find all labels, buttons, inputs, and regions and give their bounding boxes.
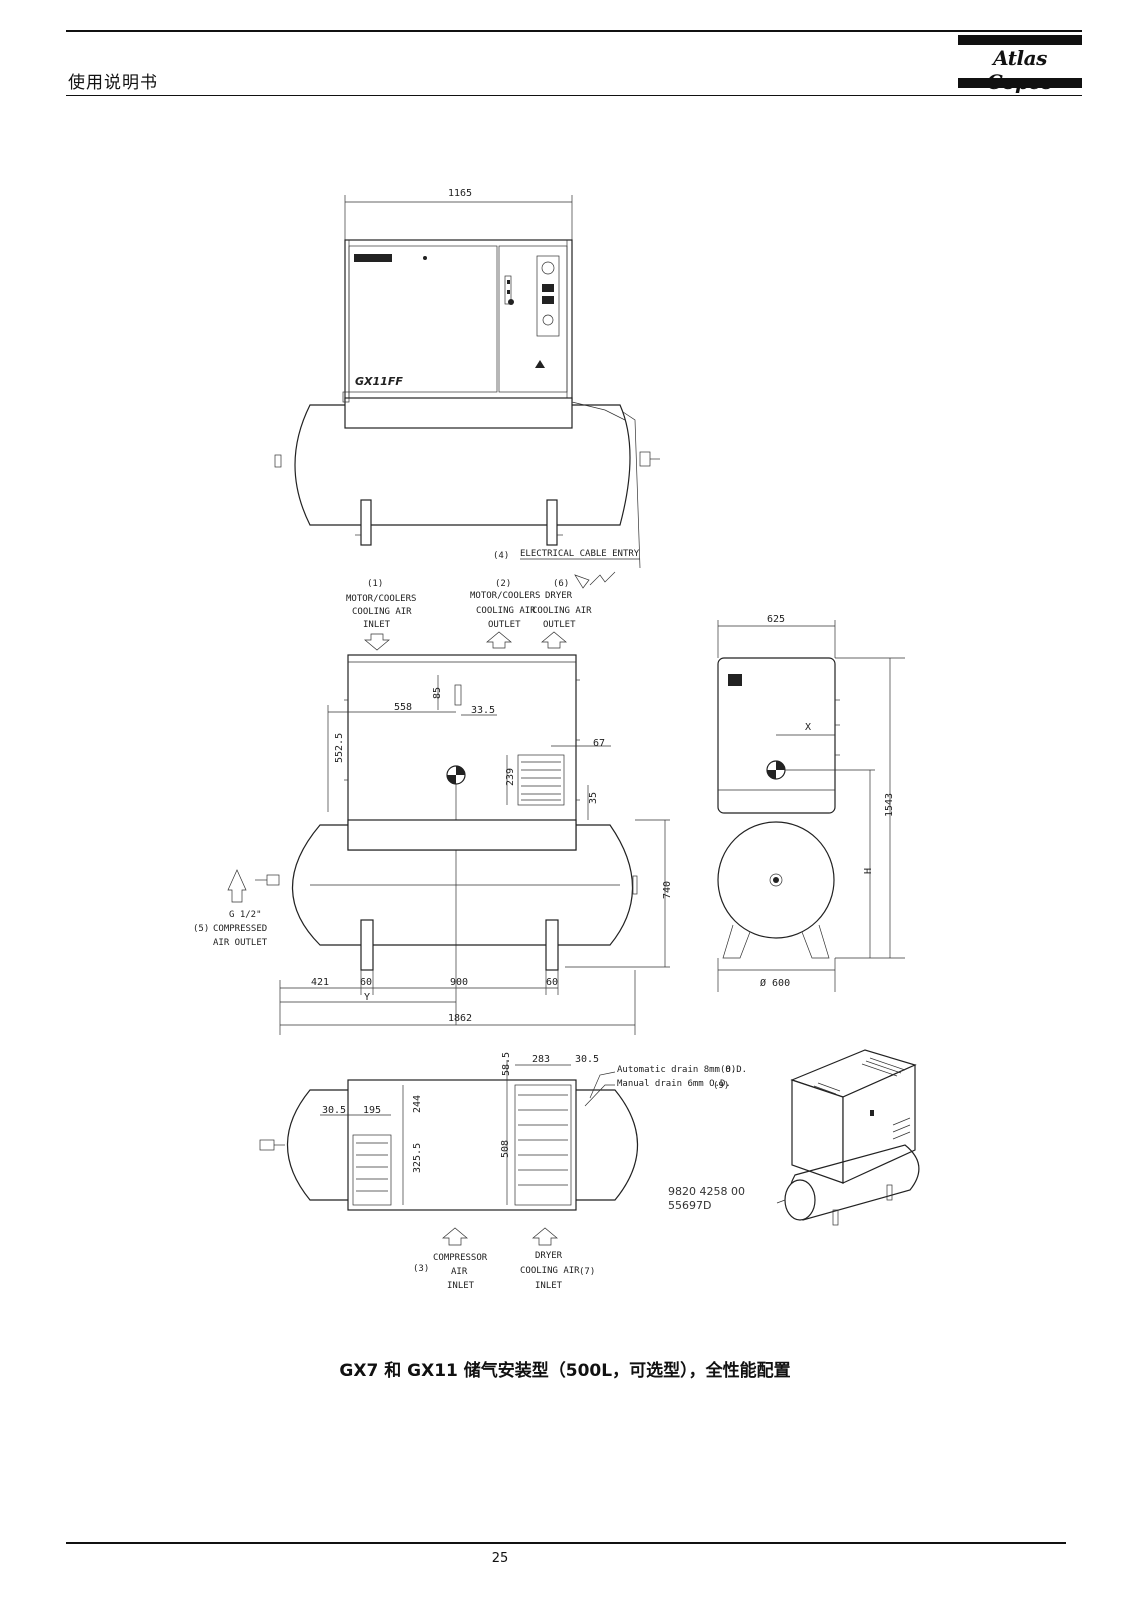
atlas-copco-logo: Atlas Copco [958,33,1082,94]
svg-text:1862: 1862 [448,1013,472,1024]
header-rule-top [66,30,1082,32]
product-badge: GX11FF [355,375,403,388]
svg-text:(9): (9) [713,1081,729,1091]
svg-text:COMPRESSED: COMPRESSED [213,924,267,934]
drawing-number: 55697D [668,1199,711,1212]
svg-text:OUTLET: OUTLET [543,620,576,630]
svg-text:85: 85 [432,687,443,699]
svg-text:AIR: AIR [451,1267,468,1277]
svg-text:INLET: INLET [447,1281,475,1291]
svg-text:Ø 600: Ø 600 [760,977,790,989]
label-4-num: (4) [493,551,509,561]
front-elevation-view: 1165 GX11FF [274,188,660,589]
dryer-grille [521,761,561,801]
svg-text:1543: 1543 [884,793,895,817]
svg-text:MOTOR/COOLERS: MOTOR/COOLERS [470,591,540,601]
part-number: 9820 4258 00 [668,1185,745,1198]
brand-plate [354,254,392,262]
svg-text:INLET: INLET [363,620,391,630]
svg-text:60: 60 [546,977,558,988]
svg-text:COOLING AIR: COOLING AIR [476,606,536,616]
svg-text:60: 60 [360,977,372,988]
svg-text:421: 421 [311,977,329,988]
label-2-num: (2) [495,579,511,589]
svg-text:G 1/2": G 1/2" [229,910,262,920]
svg-text:DRYER: DRYER [535,1251,563,1261]
label-3-num: (3) [413,1264,429,1274]
svg-text:58.5: 58.5 [501,1052,512,1076]
svg-text:30.5: 30.5 [575,1054,599,1065]
footer-rule [66,1542,1066,1544]
svg-text:33.5: 33.5 [471,705,495,716]
end-view: 625 X Ø 600 1543 H [717,614,905,992]
svg-text:Manual drain 6mm O.D.: Manual drain 6mm O.D. [617,1079,731,1089]
svg-text:239: 239 [505,768,516,786]
dim-x: X [805,722,811,733]
svg-text:552.5: 552.5 [334,733,345,763]
label-7-num: (7) [579,1267,595,1277]
svg-text:740: 740 [662,881,673,899]
svg-text:30.5: 30.5 [322,1105,346,1116]
label-5-num: (5) [193,924,209,934]
svg-text:508: 508 [500,1140,511,1158]
technical-drawing: 1165 GX11FF [135,180,1005,1330]
svg-text:MOTOR/COOLERS: MOTOR/COOLERS [346,594,416,604]
svg-text:195: 195 [363,1105,381,1116]
document-title: 使用说明书 [68,73,158,93]
svg-text:558: 558 [394,702,412,713]
svg-text:COOLING AIR: COOLING AIR [520,1266,580,1276]
svg-text:DRYER: DRYER [545,591,573,601]
label-4-text: ELECTRICAL CABLE ENTRY [520,549,640,559]
page-number: 25 [491,1551,509,1566]
svg-text:283: 283 [532,1054,550,1065]
svg-text:244: 244 [412,1095,423,1113]
label-6-num: (6) [553,579,569,589]
svg-text:COOLING AIR: COOLING AIR [532,606,592,616]
svg-text:INLET: INLET [535,1281,563,1291]
svg-text:900: 900 [450,977,468,988]
label-1-num: (1) [367,579,383,589]
svg-text:COMPRESSOR: COMPRESSOR [433,1253,488,1263]
header-rule-bottom [66,95,1082,96]
plan-view: 58.5 508 283 30.5 30.5 195 244 325.5 Aut… [259,1052,747,1291]
side-elevation-view: (1) MOTOR/COOLERS COOLING AIR INLET (2) … [193,579,673,1035]
dim-1165: 1165 [448,188,472,199]
svg-text:325.5: 325.5 [412,1143,423,1173]
svg-text:(8): (8) [720,1065,736,1075]
svg-text:625: 625 [767,614,785,625]
svg-text:Automatic drain 8mm O.D.: Automatic drain 8mm O.D. [617,1065,747,1075]
svg-text:COOLING AIR: COOLING AIR [352,607,412,617]
figure-caption: GX7 和 GX11 储气安装型（500L，可选型），全性能配置 [339,1361,791,1381]
isometric-view [776,1049,920,1226]
dim-y: Y [364,992,370,1003]
svg-text:35: 35 [588,792,599,804]
svg-text:OUTLET: OUTLET [488,620,521,630]
svg-text:AIR OUTLET: AIR OUTLET [213,938,268,948]
plan-grilles [356,1094,568,1192]
svg-text:67: 67 [593,738,605,749]
dim-h: H [863,868,874,874]
